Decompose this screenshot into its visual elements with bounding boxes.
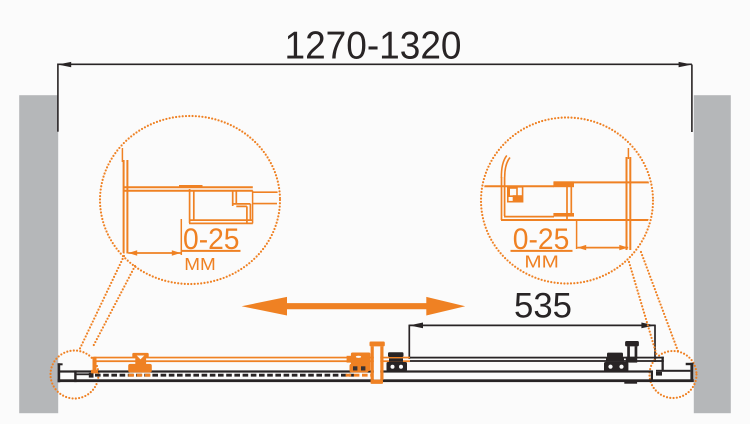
- svg-text:MM: MM: [184, 254, 216, 274]
- svg-text:535: 535: [514, 287, 572, 326]
- svg-text:0-25: 0-25: [513, 223, 570, 256]
- svg-text:0-25: 0-25: [183, 223, 240, 256]
- svg-text:MM: MM: [524, 251, 559, 271]
- svg-text:1270-1320: 1270-1320: [285, 24, 462, 67]
